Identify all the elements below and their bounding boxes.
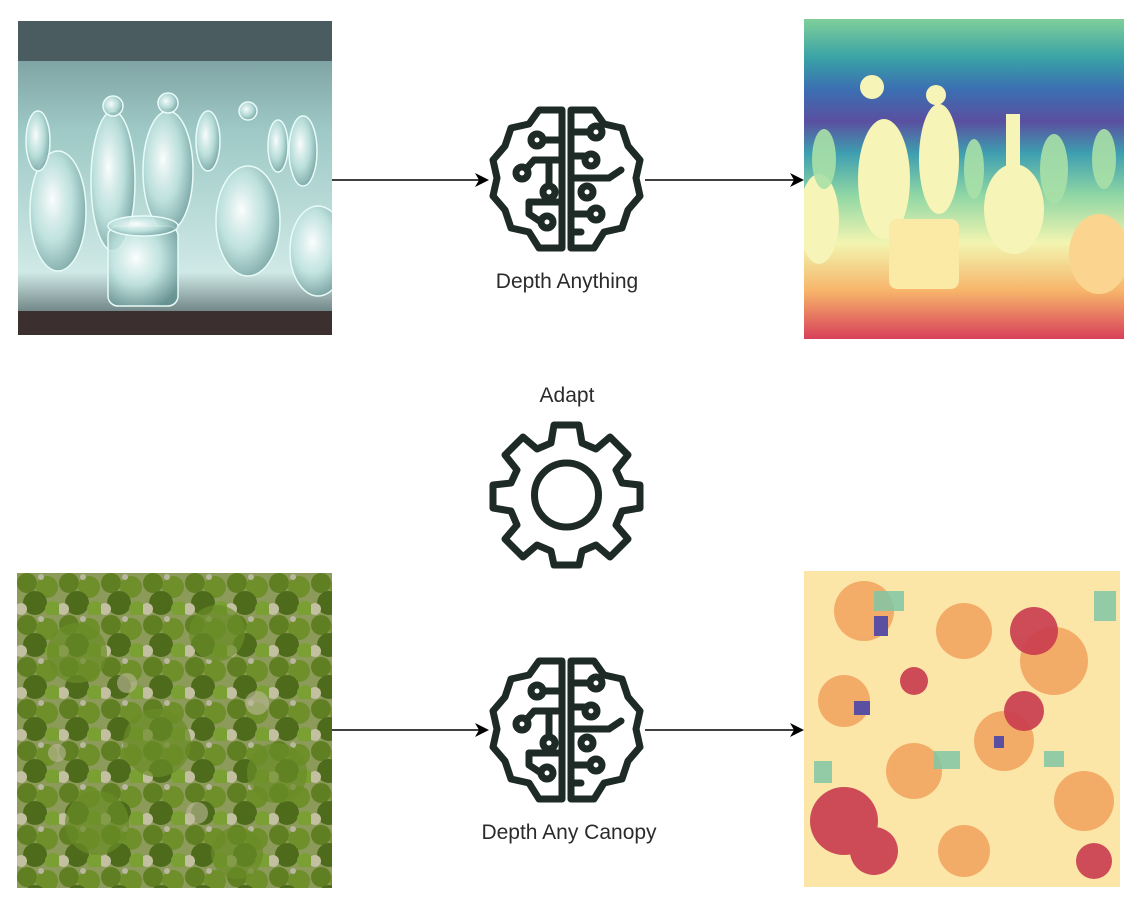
input-image-canopy	[17, 573, 332, 888]
input-image-bottles	[18, 21, 332, 335]
bottles-photo-illustration	[18, 21, 332, 335]
depth-map-illustration	[804, 19, 1124, 339]
canopy-height-illustration	[804, 571, 1120, 887]
bottom-model-label: Depth Any Canopy	[481, 821, 657, 844]
brain-circuit-icon	[489, 657, 644, 803]
top-model-label: Depth Anything	[495, 270, 639, 293]
canopy-photo-illustration	[17, 573, 332, 888]
output-image-canopy-height	[804, 571, 1120, 887]
adapt-gear-svg	[489, 421, 644, 569]
adapt-label: Adapt	[539, 384, 595, 407]
output-image-depth-map	[804, 19, 1124, 339]
brain-circuit-icon	[489, 106, 644, 252]
gear-icon	[488, 415, 645, 572]
brain-circuit-icon-bottom	[489, 653, 644, 808]
brain-circuit-icon-top	[489, 102, 644, 257]
